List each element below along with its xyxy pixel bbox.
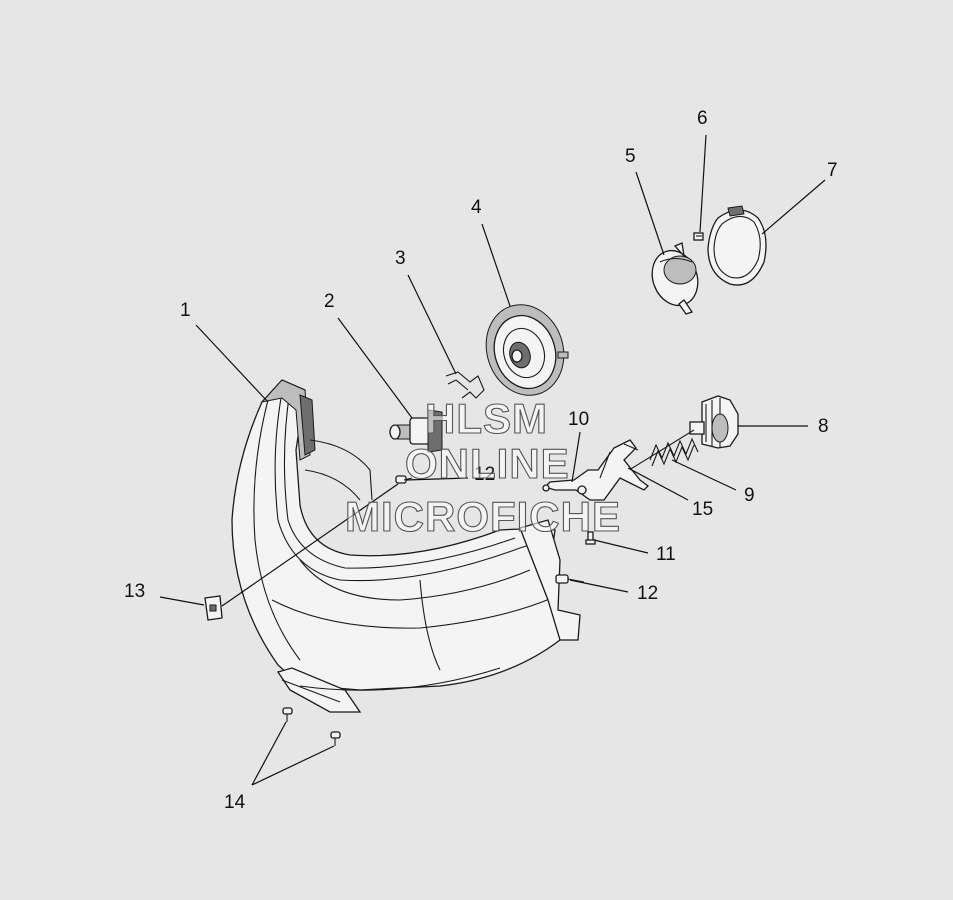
adjuster-bracket	[542, 439, 649, 501]
leader-9	[671, 459, 737, 491]
leader-13	[159, 596, 205, 606]
leader-3	[407, 274, 457, 375]
watermark: HLSM ONLINE MICROFICHE	[344, 394, 621, 540]
callout-13: 13	[124, 581, 145, 602]
callout-6: 6	[697, 108, 708, 129]
screw-11	[585, 531, 596, 545]
leader-lines	[159, 134, 826, 786]
callout-7: 7	[827, 160, 838, 181]
callout-9: 9	[744, 485, 755, 506]
leader-12a	[405, 477, 469, 481]
watermark-line-2: ONLINE	[405, 440, 570, 487]
callout-5: 5	[625, 146, 636, 167]
watermark-line-1: HLSM	[425, 395, 548, 442]
callout-3: 3	[395, 248, 406, 269]
headlight-housing	[231, 379, 581, 713]
headlight-bulb	[389, 409, 443, 453]
leader-2	[337, 317, 413, 419]
watermark-line-3: MICROFICHE	[345, 493, 621, 540]
bulb-dust-cover	[485, 304, 569, 396]
leader-7	[761, 179, 826, 235]
leader-6	[699, 134, 707, 233]
callout-8: 8	[818, 416, 829, 437]
callout-labels: 1 2 3 4 5 6 7 8 9 10 11 12 12 13 14 15	[124, 108, 838, 813]
leader-4	[481, 223, 511, 307]
callout-12b: 12	[637, 583, 658, 604]
leader-12b	[569, 579, 629, 593]
screw-14-upper	[282, 707, 293, 722]
leader-11	[593, 539, 649, 554]
leader-5	[635, 171, 665, 256]
leader-1	[195, 324, 269, 403]
callout-15: 15	[692, 499, 713, 520]
screw-14-lower	[330, 731, 341, 746]
callout-11: 11	[656, 544, 676, 565]
callout-12a: 12	[474, 464, 495, 485]
leader-14a	[251, 721, 287, 786]
position-light-lens	[651, 242, 699, 315]
leader-14b	[251, 745, 335, 786]
callout-2: 2	[324, 291, 335, 312]
callout-4: 4	[471, 197, 482, 218]
screw-12-right	[555, 574, 585, 584]
callout-1: 1	[180, 300, 191, 321]
bulb-retaining-clip	[445, 371, 485, 399]
callout-10: 10	[568, 409, 589, 430]
leader-13b	[221, 483, 399, 607]
adjuster-knob	[689, 395, 739, 449]
clip-nut-13	[204, 595, 223, 621]
leader-10	[571, 431, 581, 483]
leader-15	[627, 467, 689, 501]
gasket	[707, 205, 767, 286]
callout-14: 14	[224, 792, 246, 813]
small-clip	[693, 232, 704, 241]
